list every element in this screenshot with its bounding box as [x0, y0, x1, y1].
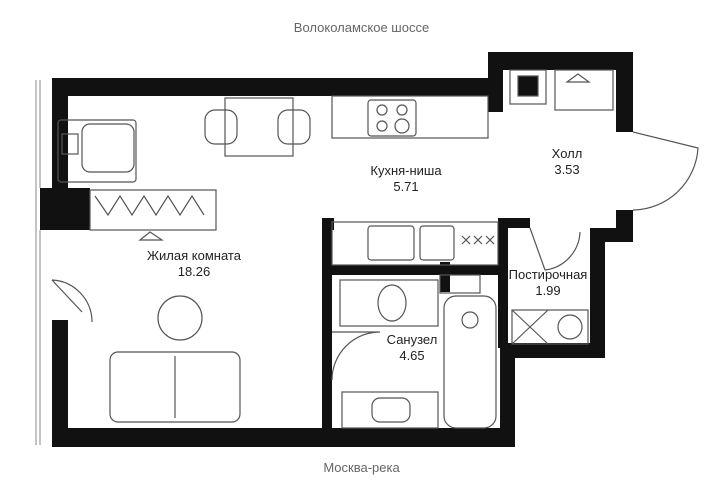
wall-bath-corner [322, 218, 334, 230]
office-chair-icon [81, 123, 135, 173]
wall-top-right [488, 52, 633, 70]
bathroom-label: Санузел 4.65 [382, 332, 442, 364]
laundry-cabinet [511, 309, 589, 345]
desk-icon [57, 119, 137, 183]
bathroom-area: 4.65 [399, 348, 425, 363]
kitchen-sink-icon [367, 225, 415, 261]
burner-1 [376, 104, 388, 116]
shaft-icon [517, 75, 539, 97]
hall-label: Холл 3.53 [542, 146, 592, 178]
wall-top-step [488, 52, 503, 112]
wall-top-left [52, 78, 500, 96]
wall-bath-mid [440, 262, 450, 292]
living-room-name: Жилая комната [147, 248, 241, 263]
furniture [57, 69, 614, 429]
laundry-door-icon [529, 227, 581, 271]
wall-bottom [52, 428, 515, 447]
living-room-label: Жилая комната 18.26 [138, 248, 250, 280]
dining-table-icon [224, 97, 294, 157]
laptop-icon [61, 133, 79, 155]
wall-bath-top [332, 265, 502, 275]
laundry-label: Постирочная 1.99 [500, 267, 596, 299]
bathroom-sink-counter [341, 391, 439, 429]
toilet-icon [377, 284, 407, 322]
hanger-hook-icon [138, 231, 164, 241]
wall-bath-left [322, 218, 332, 428]
laundry-name: Постирочная [508, 267, 588, 282]
hall-name: Холл [551, 146, 583, 161]
living-room-area: 18.26 [177, 264, 211, 279]
bath-shelf [439, 274, 481, 294]
hangers-icon [94, 194, 205, 217]
bathroom-door-icon [331, 331, 381, 381]
washing-machine-icon [557, 314, 583, 340]
chair-right-icon [277, 109, 311, 145]
kitchen-area: 5.71 [393, 179, 419, 194]
bathtub-icon [443, 295, 497, 429]
wall-left-column [40, 188, 90, 230]
sofa-icon [109, 351, 241, 423]
balcony-door-icon [51, 279, 93, 323]
entrance-door-icon [632, 131, 699, 211]
kitchen-counter-bottom [331, 221, 499, 266]
wall-right-bottom [500, 343, 515, 447]
toilet-area [339, 279, 439, 327]
hall-wardrobe-icon [554, 69, 614, 111]
hall-hanger-icon [565, 73, 591, 83]
kitchen-counter-top [331, 95, 489, 139]
bathroom-name: Санузел [386, 332, 438, 347]
dishwasher-icon [419, 225, 455, 261]
laundry-area: 1.99 [535, 283, 561, 298]
burner-4 [394, 118, 410, 134]
walls [40, 52, 633, 447]
wall-laundry-left [498, 218, 508, 348]
wall-laundry-bottom [512, 343, 605, 358]
kitchen-label: Кухня-ниша 5.71 [356, 163, 456, 195]
laundry-shelf-icon [511, 309, 549, 345]
windows [35, 80, 41, 445]
burner-3 [376, 120, 388, 132]
burner-2 [396, 104, 408, 116]
hall-area: 3.53 [554, 162, 580, 177]
wall-right-step [597, 228, 633, 242]
kitchen-name: Кухня-ниша [370, 163, 442, 178]
wall-left-bottom [52, 320, 68, 447]
wardrobe-icon [89, 189, 217, 231]
wall-hall-stub [498, 218, 530, 228]
street-top-label: Волоколамское шоссе [293, 20, 430, 35]
hob-marks-icon [461, 235, 495, 245]
hall-cabinet-icon [509, 69, 547, 105]
chair-left-icon [204, 109, 238, 145]
bathtub-drain [461, 311, 479, 329]
wall-left-top [52, 78, 68, 188]
street-bottom-label: Москва-река [323, 460, 400, 475]
coffee-table-icon [157, 295, 203, 341]
bathroom-sink-icon [371, 397, 411, 423]
doors [51, 131, 699, 381]
stove-icon [367, 99, 417, 137]
wall-right-low [590, 228, 605, 358]
wall-right-top [616, 52, 633, 132]
